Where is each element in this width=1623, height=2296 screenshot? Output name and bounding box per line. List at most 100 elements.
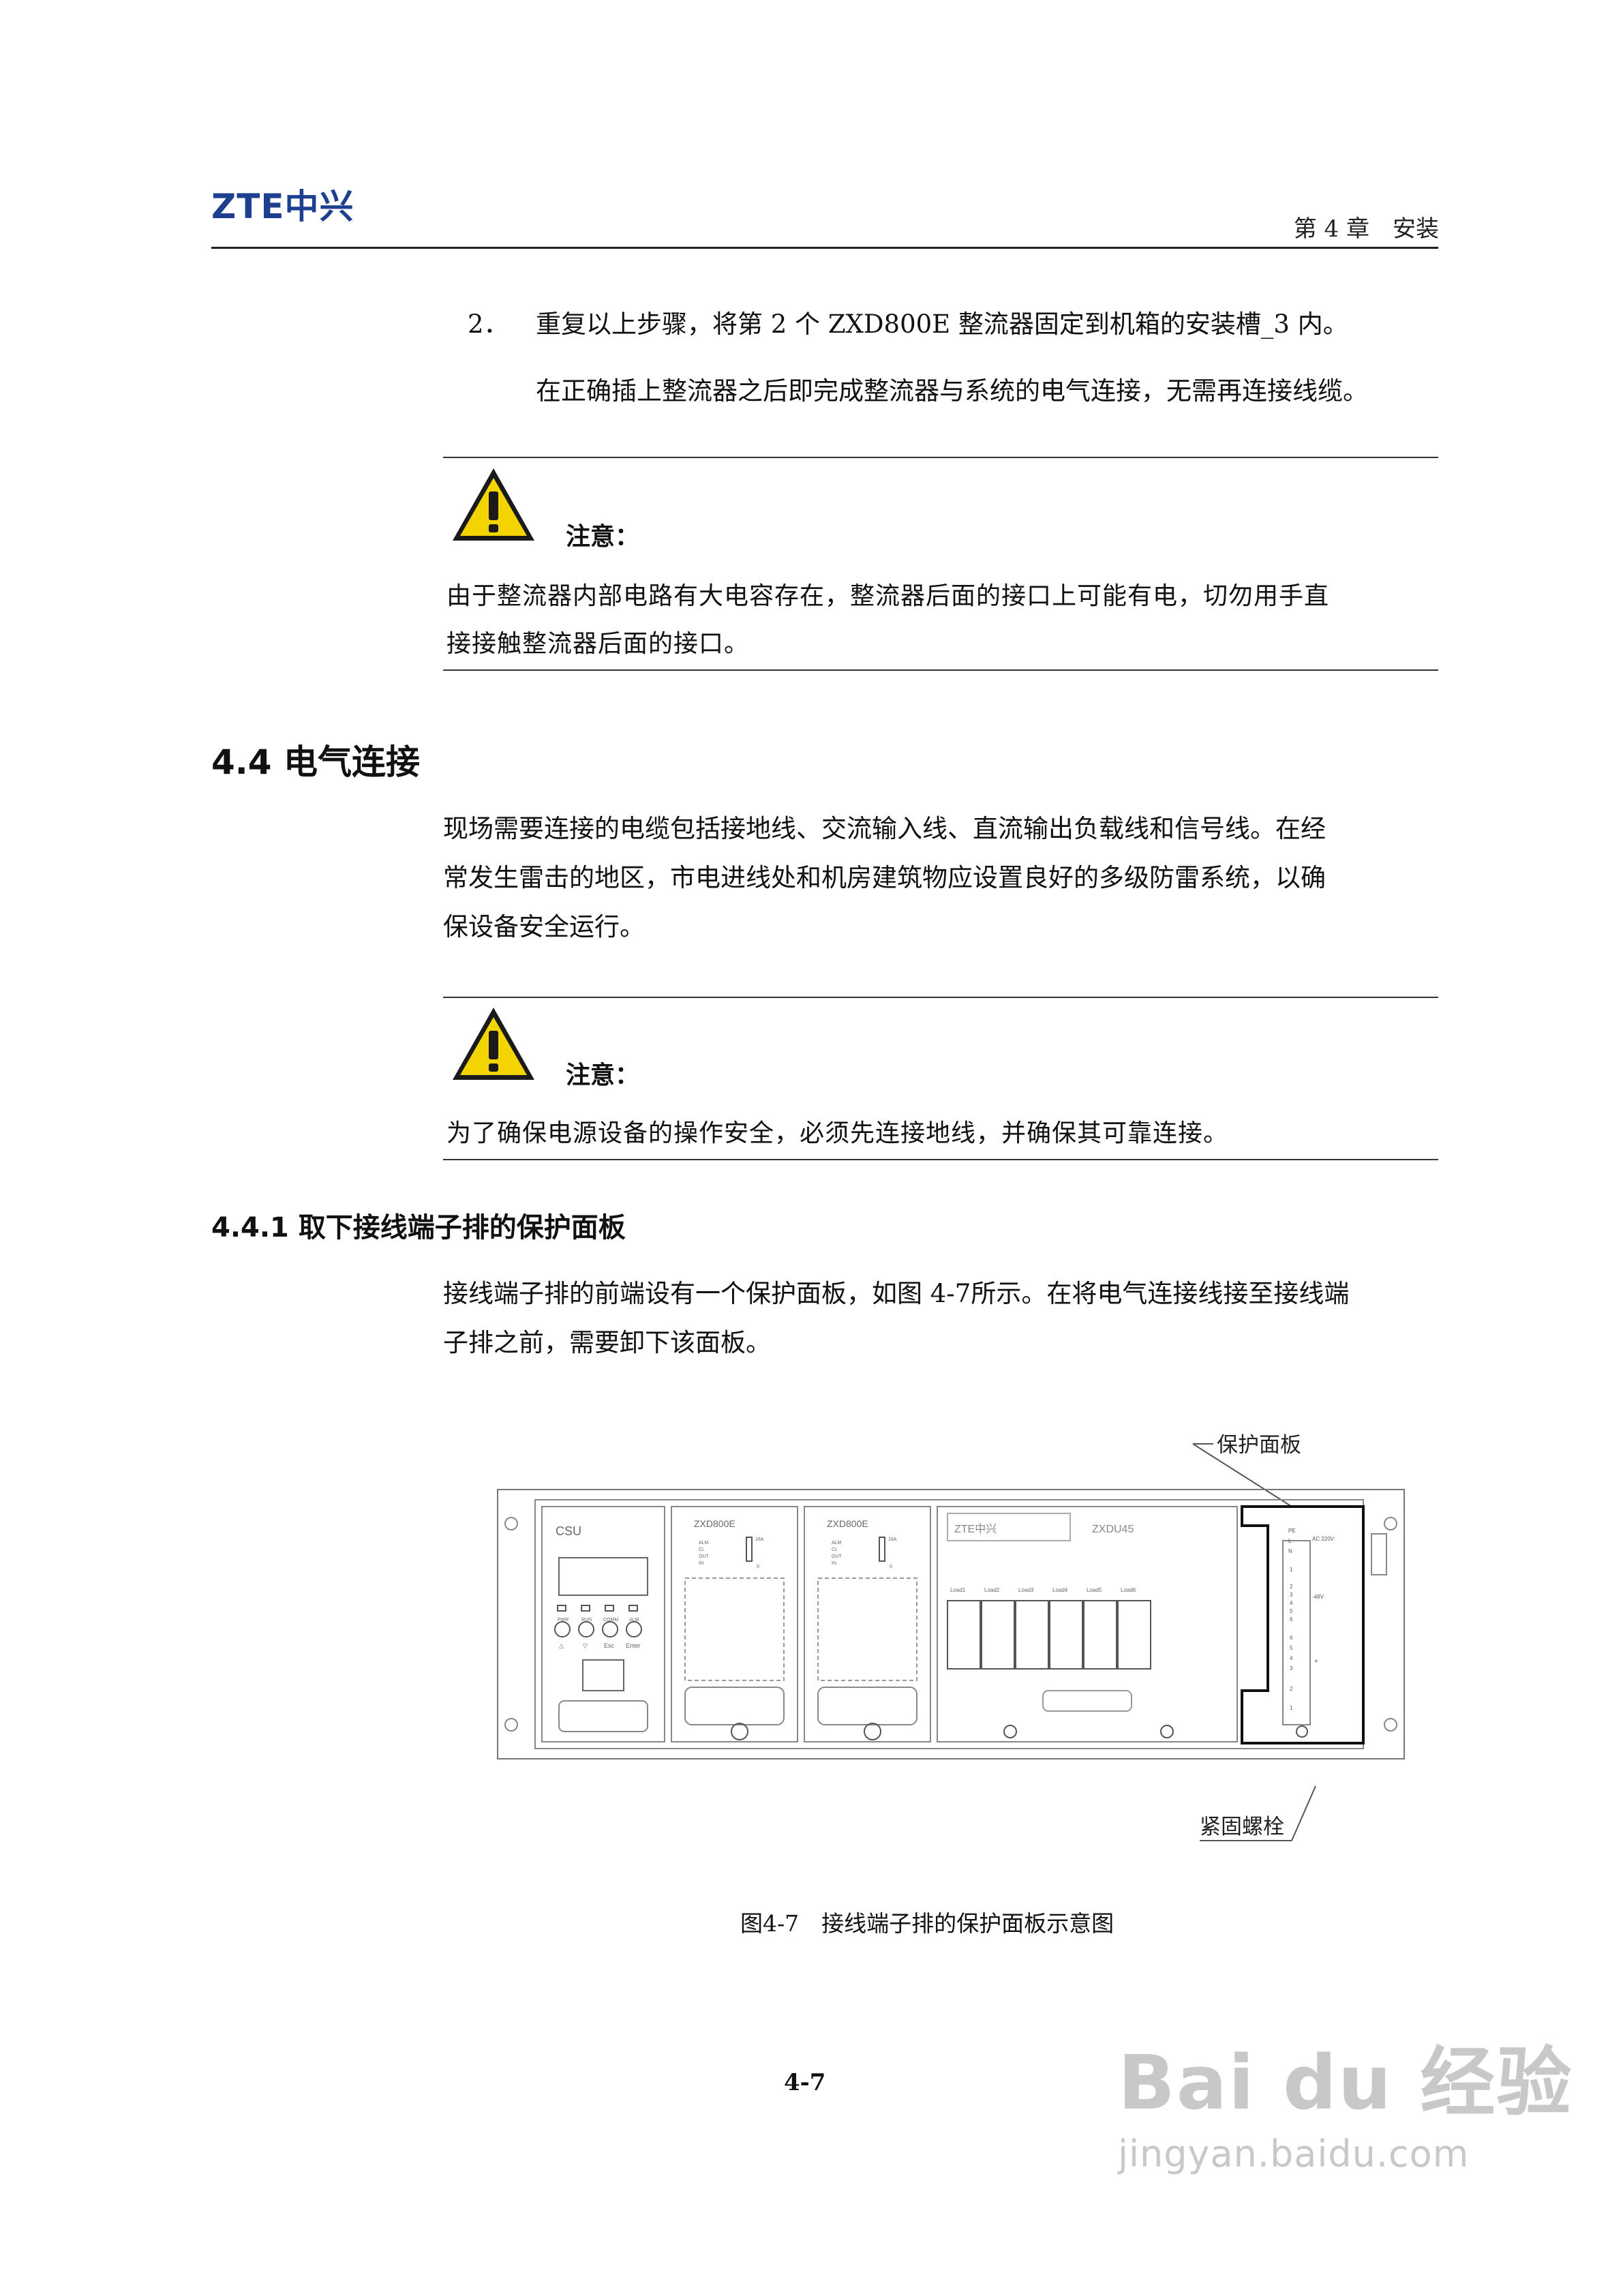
terminal-number: 5 — [1290, 1608, 1293, 1614]
step-text: 重复以上步骤，将第 2 个 ZXD800E 整流器固定到机箱的安装槽_3 内。 — [536, 309, 1348, 339]
load-label: Load6 — [1121, 1587, 1136, 1593]
terminal-number: 5 — [1290, 1645, 1293, 1651]
terminal-number: 4 — [1290, 1600, 1293, 1606]
led-label: IN — [699, 1561, 703, 1566]
csu-led-icon — [581, 1605, 590, 1612]
screw-icon — [1160, 1725, 1174, 1738]
csu-button-label: PWR — [558, 1618, 568, 1622]
watermark-main: Bai du 经验 — [1118, 2039, 1573, 2126]
notice1-text: 由于整流器内部电路有大电容存在，整流器后面的接口上可能有电，切勿用手直 接接触整… — [446, 573, 1442, 668]
dc-label: -48V — [1312, 1594, 1324, 1600]
warning-icon — [453, 1008, 534, 1080]
rack-mount-hole — [504, 1517, 518, 1530]
csu-module — [541, 1506, 665, 1742]
rack-mount-hole — [504, 1718, 518, 1732]
csu-label: CSU — [556, 1524, 581, 1538]
zte-logo: ZTE中兴 — [211, 187, 354, 226]
notice1-bottom-rule — [443, 669, 1438, 671]
subsection-line2: 子排之前，需要卸下该面板。 — [443, 1328, 771, 1358]
plus-label: + — [1314, 1658, 1318, 1665]
rack-mount-hole — [1384, 1517, 1397, 1530]
callout-leader-top — [1192, 1443, 1292, 1507]
side-bracket — [1371, 1533, 1387, 1575]
notice2-bottom-rule — [443, 1159, 1438, 1160]
callout-leader-bottom — [1291, 1785, 1316, 1841]
fastening-bolt-icon — [1296, 1725, 1308, 1738]
zero-label: 0 — [757, 1565, 759, 1569]
load-label: Load2 — [984, 1587, 1000, 1593]
led-label: OUT — [832, 1554, 843, 1559]
current-label: 16A — [755, 1537, 764, 1542]
csu-led-icon — [605, 1605, 614, 1612]
protective-panel — [1241, 1505, 1365, 1744]
load-breaker — [981, 1600, 1015, 1670]
terminal-number: 2 — [1290, 1686, 1293, 1692]
section-line2: 常发生雷击的地区，市电进线处和机房建筑物应设置良好的多级防雷系统，以确 — [443, 863, 1326, 893]
notice2-text: 为了确保电源设备的操作安全，必须先连接地线，并确保其可靠连接。 — [446, 1119, 1229, 1147]
chapter-title: 第 4 章 安装 — [1293, 215, 1439, 243]
terminal-label: N — [1288, 1548, 1292, 1554]
terminal-label: L — [1288, 1538, 1292, 1544]
rectifier-module-2 — [804, 1506, 931, 1742]
rectifier-2-meter — [879, 1537, 885, 1562]
baidu-watermark: Bai du 经验 jingyan.baidu.com — [1118, 2045, 1573, 2175]
csu-card-slot — [582, 1659, 624, 1691]
section-line3: 保设备安全运行。 — [443, 912, 645, 942]
csu-key-icon — [626, 1621, 642, 1637]
ac-label: AC 220V — [1312, 1536, 1335, 1542]
load-label: Load1 — [950, 1587, 966, 1593]
terminal-number: 2 — [1290, 1584, 1293, 1590]
csu-button-label: RUN — [581, 1618, 592, 1622]
load-label: Load3 — [1018, 1587, 1034, 1593]
rectifier-2-vents — [817, 1577, 917, 1681]
subsection-line1: 接线端子排的前端设有一个保护面板，如图 4-7所示。在将电气连接线接至接线端 — [443, 1279, 1350, 1308]
rectifier-1-handle — [684, 1687, 785, 1725]
led-label: OUT — [699, 1554, 710, 1559]
section-paragraph: 现场需要连接的电缆包括接地线、交流输入线、直流输出负载线和信号线。在经 常发生雷… — [443, 804, 1438, 952]
section-line1: 现场需要连接的电缆包括接地线、交流输入线、直流输出负载线和信号线。在经 — [443, 814, 1326, 843]
csu-key-label: Enter — [626, 1642, 641, 1649]
distribution-handle — [1042, 1690, 1132, 1712]
model-label: ZXDU45 — [1092, 1524, 1134, 1535]
protective-panel-figure: 保护面板 紧固螺栓 CSU PWR RUN COMM ALM △ ▽ Esc E… — [497, 1433, 1405, 1841]
rack-inner-frame — [534, 1499, 1364, 1749]
screw-icon — [1003, 1725, 1017, 1738]
load-breaker — [947, 1600, 981, 1670]
notice1-label: 注意： — [566, 523, 640, 551]
led-label: ALM — [832, 1541, 842, 1545]
csu-key-icon — [578, 1621, 594, 1637]
csu-button-label: ALM — [629, 1618, 639, 1622]
led-label: ALM — [699, 1541, 709, 1545]
terminal-number: 1 — [1290, 1567, 1293, 1573]
load-breaker — [1049, 1600, 1083, 1670]
csu-button-label: COMM — [603, 1618, 618, 1622]
rectifier-1-vents — [684, 1577, 785, 1681]
csu-led-icon — [628, 1605, 638, 1612]
callout-protective-panel: 保护面板 — [1217, 1433, 1301, 1457]
csu-key-label: △ — [559, 1642, 564, 1649]
notice2-label: 注意： — [566, 1061, 640, 1089]
terminal-number: 3 — [1290, 1592, 1293, 1598]
rectifier-2-label: ZXD800E — [827, 1518, 868, 1529]
notice1-top-rule — [443, 457, 1438, 458]
step-2: 2．重复以上步骤，将第 2 个 ZXD800E 整流器固定到机箱的安装槽_3 内… — [468, 300, 1348, 349]
distribution-module — [937, 1506, 1238, 1742]
led-label: CL — [832, 1547, 838, 1552]
page-number: 4-7 — [784, 2069, 826, 2096]
terminal-number: 1 — [1290, 1705, 1293, 1711]
subsection-title: 4.4.1 取下接线端子排的保护面板 — [211, 1212, 626, 1243]
terminal-number: 3 — [1290, 1665, 1293, 1672]
csu-handle — [558, 1700, 648, 1732]
rack-frame — [497, 1489, 1405, 1759]
rectifier-1-label: ZXD800E — [694, 1518, 735, 1529]
warning-icon — [453, 468, 534, 541]
callout-fastening-bolt: 紧固螺栓 — [1200, 1815, 1284, 1839]
csu-key-icon — [554, 1621, 571, 1637]
csu-display — [558, 1557, 648, 1596]
notice1-line1: 由于整流器内部电路有大电容存在，整流器后面的接口上可能有电，切勿用手直 — [446, 582, 1330, 610]
rectifier-2-handle — [817, 1687, 917, 1725]
led-label: IN — [832, 1561, 836, 1566]
load-breaker — [1083, 1600, 1117, 1670]
current-label: 16A — [888, 1537, 897, 1542]
load-label: Load5 — [1087, 1587, 1102, 1593]
